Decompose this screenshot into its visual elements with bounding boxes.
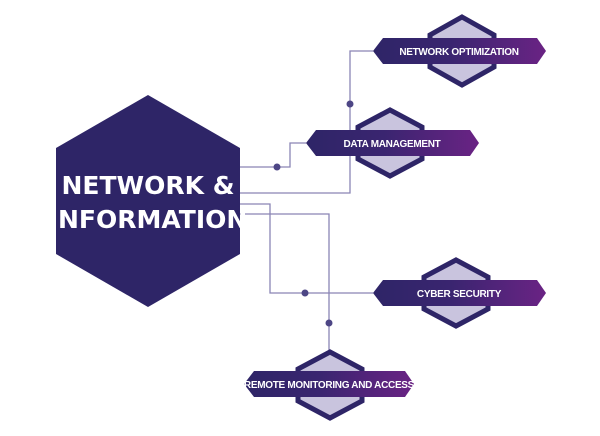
connector-dot (273, 163, 281, 171)
connector-data-management (240, 142, 306, 168)
connector-network-optimization (240, 50, 373, 194)
node-network-optimization[interactable]: NETWORK OPTIMIZATION (373, 14, 546, 88)
node-banner (244, 371, 414, 397)
node-label: REMOTE MONITORING AND ACCESS (244, 380, 415, 391)
node-banner (373, 280, 546, 306)
node-banner (306, 130, 479, 156)
node-remote-monitoring[interactable]: REMOTE MONITORING AND ACCESS (244, 349, 415, 421)
center-title-line1: NETWORK & (61, 171, 234, 200)
node-banner (373, 38, 546, 64)
connector-dot (325, 319, 333, 327)
center-title-line2: INFORMATION (49, 205, 248, 234)
connector-remote-monitoring (240, 213, 330, 355)
node-label: CYBER SECURITY (417, 289, 502, 300)
node-label: NETWORK OPTIMIZATION (399, 47, 518, 58)
connector-dots (273, 100, 354, 327)
connector-dot (301, 289, 309, 297)
connector-dot (346, 100, 354, 108)
node-label: DATA MANAGEMENT (344, 139, 441, 150)
node-data-management[interactable]: DATA MANAGEMENT (306, 107, 479, 179)
node-cyber-security[interactable]: CYBER SECURITY (373, 257, 546, 329)
connector-cyber-security (240, 203, 373, 294)
center-hexagon: NETWORK & INFORMATION (49, 95, 248, 307)
connectors (240, 50, 373, 355)
